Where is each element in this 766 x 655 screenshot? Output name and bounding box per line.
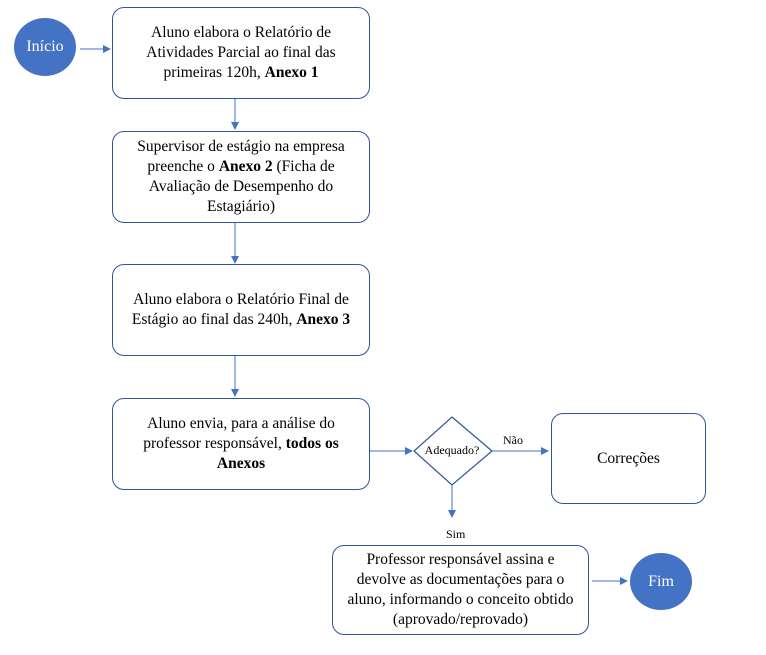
step4-text: Aluno envia, para a análise do professor… <box>143 415 335 452</box>
step4-box: Aluno envia, para a análise do professor… <box>112 398 370 490</box>
step3-text: Aluno elabora o Relatório Final de Estág… <box>131 291 349 328</box>
step2-box: Supervisor de estágio na empresa preench… <box>112 131 370 223</box>
step2-annex: Anexo 2 <box>218 158 273 175</box>
end-node: Fim <box>630 553 692 610</box>
end-label: Fim <box>648 572 674 590</box>
no-label: Não <box>503 433 523 447</box>
step2-rest: (Ficha de Avaliação de Desempenho do Est… <box>148 158 335 215</box>
corrections-box: Correções <box>551 413 706 504</box>
start-node: Início <box>14 18 76 76</box>
step1-box: Aluno elabora o Relatório de Atividades … <box>112 7 370 99</box>
step5-box: Professor responsável assina e devolve a… <box>332 545 589 635</box>
step2-text: Supervisor de estágio na empresa preench… <box>137 138 345 175</box>
step1-text: Aluno elabora o Relatório de Atividades … <box>146 24 336 81</box>
start-label: Início <box>26 38 64 55</box>
step1-annex: Anexo 1 <box>264 64 319 81</box>
step5-text: Professor responsável assina e devolve a… <box>347 551 574 628</box>
yes-label: Sim <box>446 527 466 541</box>
decision-label: Adequado? <box>424 443 480 457</box>
step3-box: Aluno elabora o Relatório Final de Estág… <box>112 264 370 356</box>
step3-annex: Anexo 3 <box>296 311 351 328</box>
step4-annex: todos os Anexos <box>216 435 339 472</box>
corrections-label: Correções <box>597 449 660 467</box>
